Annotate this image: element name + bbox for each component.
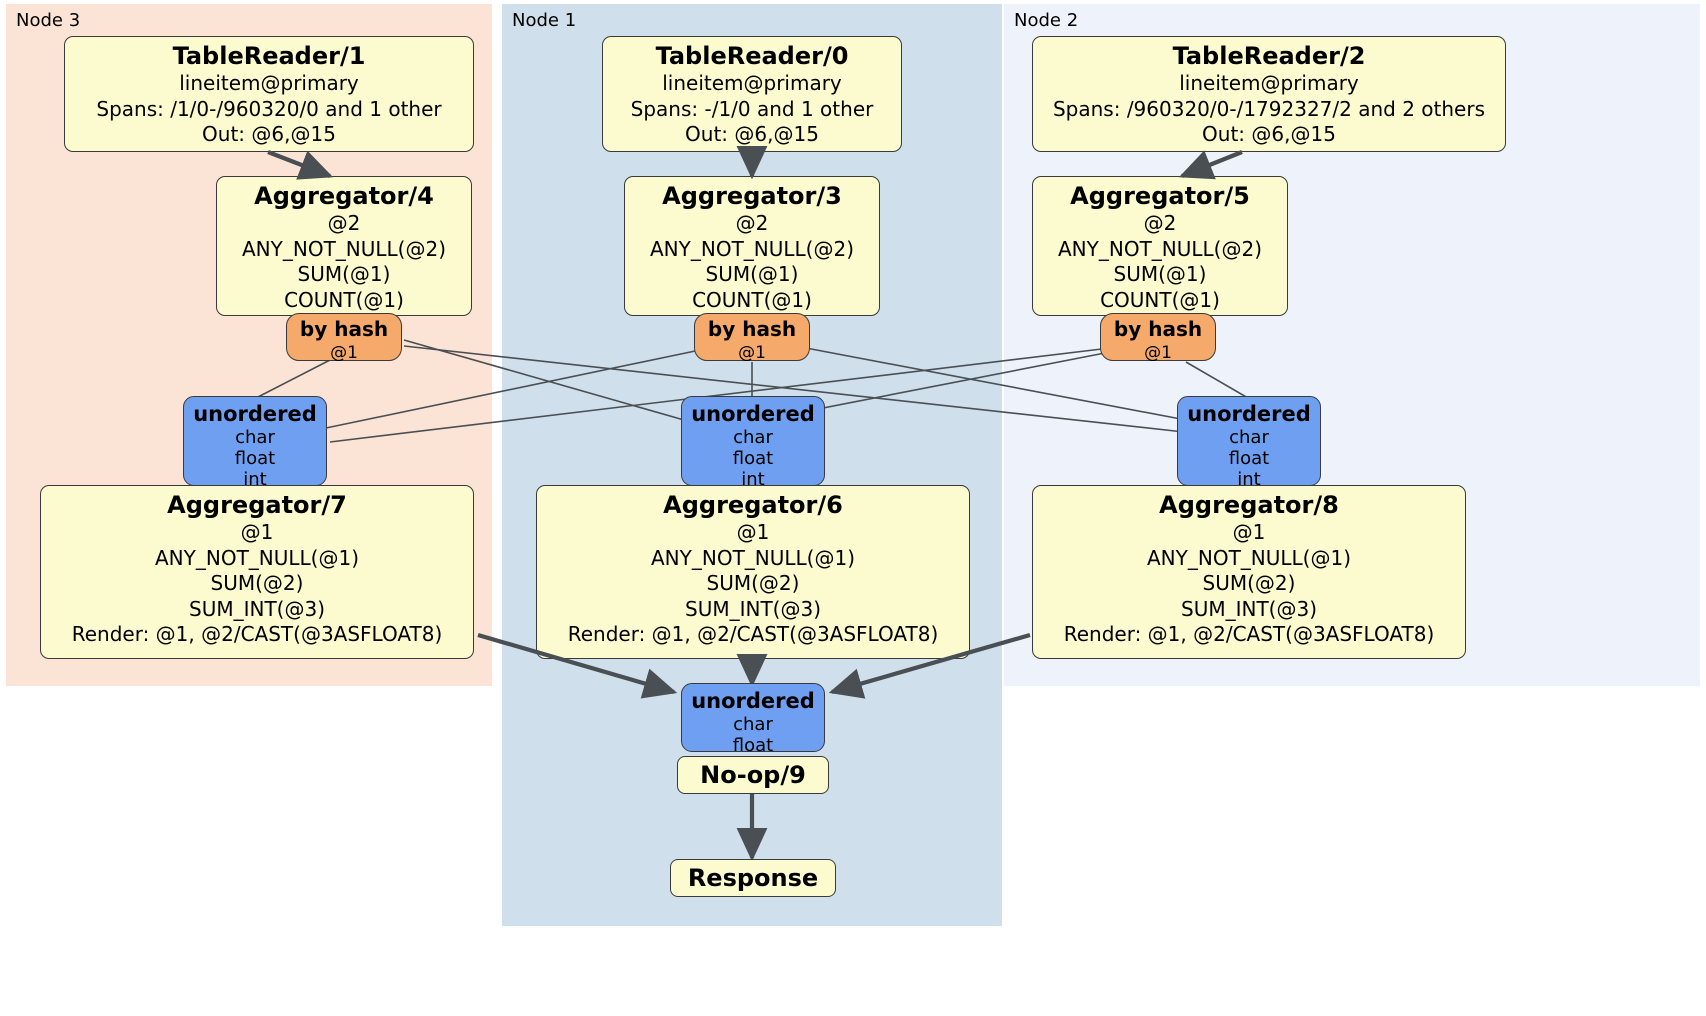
processor-table-reader-2[interactable]: TableReader/2 lineitem@primary Spans: /9…: [1032, 36, 1506, 152]
processor-line: Spans: -/1/0 and 1 other: [630, 96, 874, 121]
processor-line: @1: [1232, 520, 1266, 544]
processor-line: SUM(@1): [705, 262, 799, 286]
processor-line: ANY_NOT_NULL(@2): [650, 236, 854, 261]
synchronizer-title: unordered: [193, 402, 317, 426]
processor-line: Out: @6,@15: [1202, 122, 1336, 146]
router-title: by hash: [1113, 317, 1203, 341]
processor-line: SUM_INT(@3): [1181, 596, 1317, 621]
processor-table-reader-0[interactable]: TableReader/0 lineitem@primary Spans: -/…: [602, 36, 902, 152]
processor-title: Aggregator/5: [1070, 182, 1250, 210]
processor-aggregator-6[interactable]: Aggregator/6 @1 ANY_NOT_NULL(@1) SUM(@2)…: [536, 485, 970, 659]
processor-line: Render: @1, @2/CAST(@3ASFLOAT8): [1063, 622, 1435, 646]
processor-line: Spans: /1/0-/960320/0 and 1 other: [96, 96, 442, 121]
processor-line: SUM_INT(@3): [189, 596, 325, 621]
processor-line: @2: [1143, 211, 1177, 235]
synchronizer-line: char: [733, 714, 773, 735]
processor-line: @2: [735, 211, 769, 235]
processor-line: ANY_NOT_NULL(@1): [1147, 545, 1351, 570]
processor-line: lineitem@primary: [662, 71, 842, 95]
processor-title: Aggregator/6: [663, 491, 843, 519]
synchronizer-unordered-center[interactable]: unordered char float int: [681, 396, 825, 490]
processor-line: SUM(@1): [1113, 262, 1207, 286]
processor-line: COUNT(@1): [284, 287, 404, 312]
processor-line: COUNT(@1): [1100, 287, 1220, 312]
processor-line: Render: @1, @2/CAST(@3ASFLOAT8): [71, 622, 443, 646]
router-by-hash-center[interactable]: by hash @1: [694, 313, 810, 363]
synchronizer-line: char: [1229, 427, 1269, 448]
router-line: @1: [1144, 343, 1172, 363]
processor-line: @1: [736, 520, 770, 544]
processor-title: Aggregator/7: [167, 491, 347, 519]
synchronizer-line: char: [733, 427, 773, 448]
processor-line: ANY_NOT_NULL(@1): [651, 545, 855, 570]
synchronizer-line: float: [732, 735, 774, 756]
processor-line: Render: @1, @2/CAST(@3ASFLOAT8): [567, 622, 939, 646]
router-line: @1: [738, 343, 766, 363]
synchronizer-line: float: [1228, 448, 1270, 469]
node-panel-label: Node 1: [512, 10, 577, 31]
synchronizer-unordered-left[interactable]: unordered char float int: [183, 396, 327, 490]
processor-line: Out: @6,@15: [202, 122, 336, 146]
synchronizer-line: char: [235, 427, 275, 448]
processor-title: TableReader/1: [172, 42, 366, 70]
processor-line: SUM_INT(@3): [685, 596, 821, 621]
synchronizer-unordered-final[interactable]: unordered char float: [681, 683, 825, 756]
processor-line: SUM(@2): [1202, 571, 1296, 595]
processor-title: Aggregator/3: [662, 182, 842, 210]
processor-title: TableReader/2: [1172, 42, 1366, 70]
processor-no-op-9[interactable]: No-op/9: [677, 756, 829, 794]
synchronizer-title: unordered: [691, 402, 815, 426]
processor-title: No-op/9: [700, 761, 806, 789]
processor-aggregator-3[interactable]: Aggregator/3 @2 ANY_NOT_NULL(@2) SUM(@1)…: [624, 176, 880, 316]
processor-response[interactable]: Response: [670, 859, 836, 897]
router-title: by hash: [299, 317, 389, 341]
processor-line: SUM(@2): [210, 571, 304, 595]
router-by-hash-left[interactable]: by hash @1: [286, 313, 402, 363]
processor-aggregator-8[interactable]: Aggregator/8 @1 ANY_NOT_NULL(@1) SUM(@2)…: [1032, 485, 1466, 659]
synchronizer-line: int: [1237, 469, 1261, 490]
node-panel-label: Node 3: [16, 10, 81, 31]
processor-line: Out: @6,@15: [685, 122, 819, 146]
processor-title: Response: [687, 864, 819, 892]
synchronizer-line: float: [234, 448, 276, 469]
synchronizer-title: unordered: [1187, 402, 1311, 426]
router-line: @1: [330, 343, 358, 363]
processor-line: ANY_NOT_NULL(@2): [242, 236, 446, 261]
synchronizer-title: unordered: [691, 689, 815, 713]
processor-line: lineitem@primary: [179, 71, 359, 95]
processor-line: SUM(@2): [706, 571, 800, 595]
node-panel-label: Node 2: [1014, 10, 1079, 31]
processor-line: SUM(@1): [297, 262, 391, 286]
synchronizer-line: int: [741, 469, 765, 490]
processor-title: Aggregator/8: [1159, 491, 1339, 519]
processor-line: @2: [327, 211, 361, 235]
processor-title: TableReader/0: [655, 42, 849, 70]
router-by-hash-right[interactable]: by hash @1: [1100, 313, 1216, 363]
processor-line: @1: [240, 520, 274, 544]
synchronizer-line: int: [243, 469, 267, 490]
processor-line: COUNT(@1): [692, 287, 812, 312]
processor-aggregator-7[interactable]: Aggregator/7 @1 ANY_NOT_NULL(@1) SUM(@2)…: [40, 485, 474, 659]
synchronizer-line: float: [732, 448, 774, 469]
synchronizer-unordered-right[interactable]: unordered char float int: [1177, 396, 1321, 490]
processor-line: ANY_NOT_NULL(@2): [1058, 236, 1262, 261]
processor-title: Aggregator/4: [254, 182, 434, 210]
processor-line: Spans: /960320/0-/1792327/2 and 2 others: [1052, 96, 1485, 121]
processor-aggregator-5[interactable]: Aggregator/5 @2 ANY_NOT_NULL(@2) SUM(@1)…: [1032, 176, 1288, 316]
router-title: by hash: [707, 317, 797, 341]
processor-table-reader-1[interactable]: TableReader/1 lineitem@primary Spans: /1…: [64, 36, 474, 152]
processor-line: ANY_NOT_NULL(@1): [155, 545, 359, 570]
processor-aggregator-4[interactable]: Aggregator/4 @2 ANY_NOT_NULL(@2) SUM(@1)…: [216, 176, 472, 316]
processor-line: lineitem@primary: [1179, 71, 1359, 95]
